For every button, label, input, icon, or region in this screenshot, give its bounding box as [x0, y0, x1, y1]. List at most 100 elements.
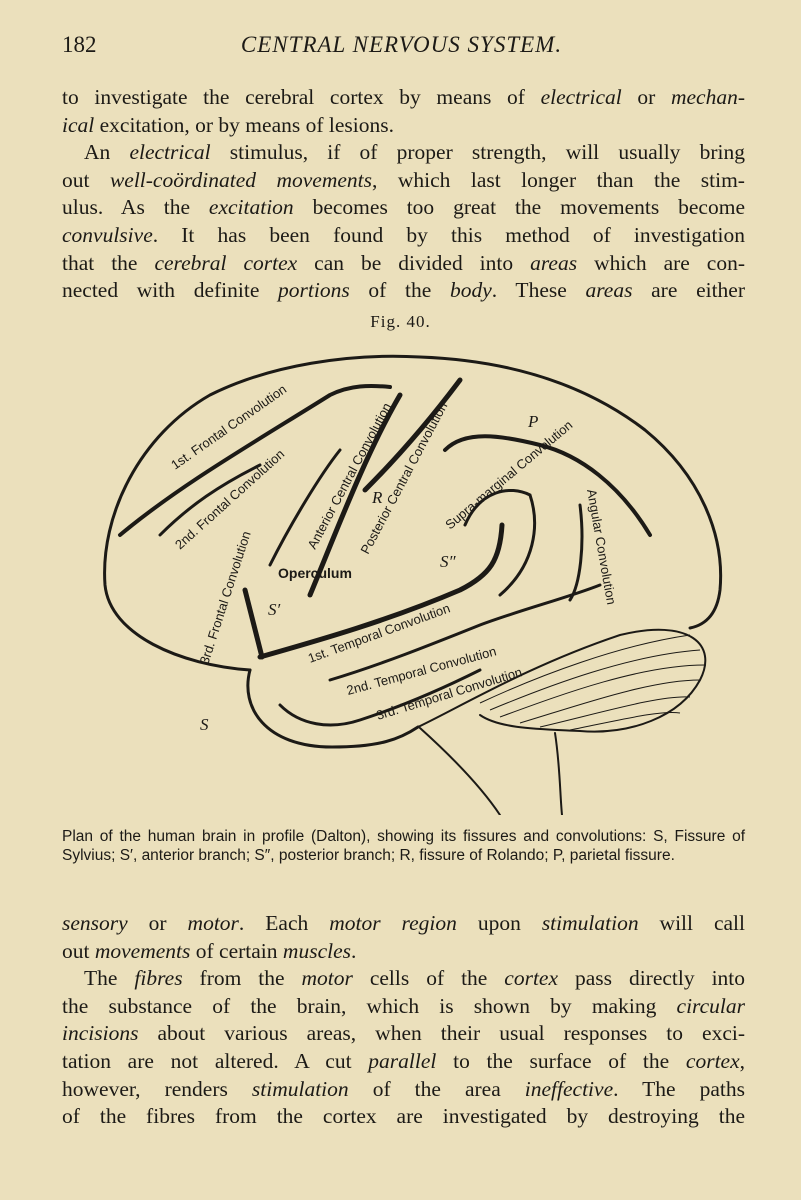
fissure-parietal: [443, 434, 652, 537]
text-line: to investigate the cerebral cortex by me…: [62, 84, 745, 112]
fissure-sylvius-anterior: [242, 587, 265, 660]
text-line: incisions about various areas, when thei…: [62, 1020, 745, 1048]
italic-text: ineffective: [524, 1076, 614, 1101]
italic-text: mechan-: [670, 85, 745, 109]
italic-text: convulsive: [62, 222, 153, 247]
label-S: S: [200, 715, 209, 734]
text-line: The fibres from the motor cells of the c…: [62, 965, 745, 993]
text-line: that the cerebral cortex can be divided …: [62, 250, 745, 278]
text-segment: nected with definite: [62, 278, 279, 303]
label-operculum: Operculum: [278, 565, 352, 581]
label-S-prime: S′: [268, 600, 281, 619]
italic-text: areas: [530, 250, 578, 275]
text-segment: ulus. As the: [62, 195, 209, 220]
text-segment: upon: [456, 911, 542, 935]
text-segment: to the surface of the: [436, 1048, 686, 1073]
brain-diagram: 1st. Frontal Convolution 2nd. Frontal Co…: [103, 354, 723, 815]
label-supramarginal: Supra-marginal Convolution: [442, 417, 575, 532]
label-1st-temporal: 1st. Temporal Convolution: [306, 600, 452, 665]
fissures: [118, 377, 652, 727]
text-segment: are either: [632, 278, 746, 303]
text-segment: . Each: [238, 911, 330, 935]
text-segment: becomes too great the movements become: [293, 195, 745, 220]
text-segment: ,: [739, 1048, 746, 1073]
cerebrum-outline: [103, 354, 723, 672]
italic-text: cortex: [504, 966, 559, 991]
italic-text: motor: [187, 911, 239, 935]
text-segment: cells of the: [352, 966, 505, 991]
text-segment: of the: [349, 278, 450, 303]
running-title: CENTRAL NERVOUS SYSTEM.: [240, 32, 563, 57]
cerebellum-hatching: [479, 634, 706, 731]
label-S-double-prime: S″: [440, 552, 457, 571]
brainstem: [419, 727, 563, 815]
text-line: nected with definite portions of the bod…: [62, 277, 745, 305]
text-line: An electrical stimulus, if of proper str…: [62, 139, 745, 167]
label-P: P: [527, 412, 538, 431]
text-line: tation are not altered. A cut parallel t…: [62, 1048, 745, 1076]
text-segment: which are con-: [577, 250, 745, 275]
italic-text: incisions: [62, 1021, 139, 1046]
text-segment: out: [62, 938, 95, 963]
label-R: R: [371, 488, 383, 507]
fissure-frontal-lower: [158, 448, 342, 567]
fissure-central-post: [362, 377, 463, 493]
italic-text: well-coördinated movements: [109, 167, 373, 192]
text-segment: can be divided into: [297, 250, 531, 275]
italic-text: electrical: [540, 85, 622, 109]
italic-text: circular: [676, 993, 745, 1018]
italic-text: movements: [94, 938, 191, 963]
text-segment: . These: [491, 278, 586, 303]
italic-text: sensory: [62, 911, 128, 935]
text-segment: however, renders: [62, 1076, 252, 1101]
text-line: sensory or motor. Each motor region upon…: [62, 910, 745, 938]
italic-text: parallel: [368, 1048, 437, 1073]
text-segment: out: [62, 167, 110, 192]
text-segment: pass directly into: [558, 966, 746, 991]
text-segment: of certain: [190, 938, 283, 963]
italic-text: stimulation: [541, 911, 639, 935]
text-segment: to investigate the cerebral cortex by me…: [62, 85, 541, 109]
fissure-frontal-upper: [118, 384, 392, 537]
italic-text: motor: [301, 966, 353, 991]
text-line: the substance of the brain, which is sho…: [62, 993, 745, 1021]
text-segment: . It has been found by this method of in…: [152, 222, 745, 247]
italic-text: body: [449, 278, 492, 303]
italic-text: muscles: [282, 938, 351, 963]
text-segment: about various areas, when their usual re…: [138, 1021, 745, 1046]
italic-text: areas: [585, 278, 633, 303]
text-line: out movements of certain muscles.: [62, 938, 745, 966]
text-segment: excitation, or by means of lesions.: [94, 112, 394, 137]
text-segment: that the: [62, 250, 155, 275]
cerebellum-outline: [417, 628, 707, 733]
text-segment: stimulus, if of proper strength, will us…: [210, 140, 745, 165]
fissure-rolando: [307, 392, 403, 598]
diagram-labels: 1st. Frontal Convolution 2nd. Frontal Co…: [168, 381, 619, 734]
italic-text: motor region: [329, 911, 457, 935]
text-line: out well-coördinated movements, which la…: [62, 167, 745, 195]
text-segment: from the: [182, 966, 302, 991]
text-segment: .: [351, 938, 357, 963]
text-segment: The: [84, 966, 135, 991]
text-segment: or: [127, 911, 188, 935]
italic-text: ical: [62, 112, 95, 137]
italic-text: excitation: [208, 195, 294, 220]
fissure-temporal: [278, 583, 602, 727]
paragraph-top: to investigate the cerebral cortex by me…: [62, 84, 745, 305]
figure-label: Fig. 40.: [370, 312, 431, 331]
figure-caption: Plan of the human brain in profile (Dalt…: [62, 828, 745, 864]
italic-text: electrical: [129, 140, 211, 165]
text-segment: tation are not altered. A cut: [62, 1048, 369, 1073]
temporal-lobe-outline: [246, 668, 420, 749]
italic-text: cortex: [685, 1048, 740, 1073]
text-line: ical excitation, or by means of lesions.: [62, 112, 745, 140]
italic-text: cerebral cortex: [154, 250, 298, 275]
text-line: however, renders stimulation of the area…: [62, 1076, 745, 1104]
text-segment: the substance of the brain, which is sho…: [62, 993, 677, 1018]
text-segment: will call: [638, 911, 745, 935]
paragraph-bottom: sensory or motor. Each motor region upon…: [62, 910, 745, 1131]
text-line: ulus. As the excitation becomes too grea…: [62, 194, 745, 222]
text-segment: or: [621, 85, 671, 109]
text-line: convulsive. It has been found by this me…: [62, 222, 745, 250]
fissure-sylvius: [257, 522, 505, 660]
